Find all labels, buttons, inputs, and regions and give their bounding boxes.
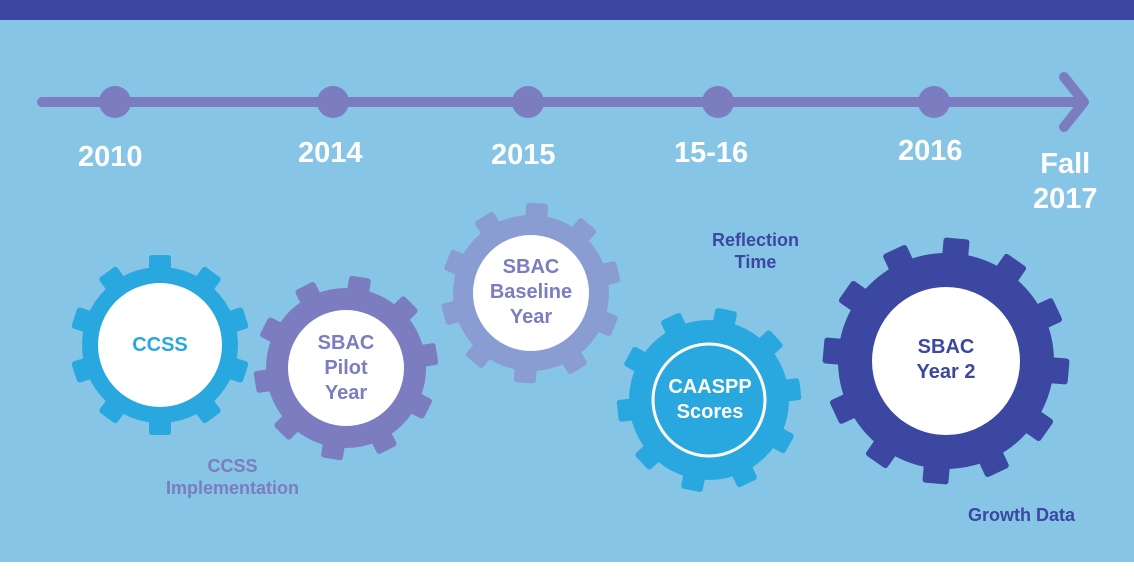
caption-ccss-implementation: CCSS Implementation: [166, 456, 299, 499]
year-2016: 2016: [898, 135, 963, 167]
year-2010: 2010: [78, 141, 143, 173]
gear-sbac-year2: [822, 237, 1070, 485]
timeline-arrow: [37, 72, 1089, 132]
gear-label-caaspp: CAASPP Scores: [650, 365, 770, 435]
caption-line: Implementation: [166, 477, 300, 498]
gear-ccss: [71, 255, 249, 435]
caption-reflection-time: Reflection Time: [712, 230, 799, 273]
gear-label-ccss: CCSS: [100, 300, 220, 390]
gear-label-sbac-baseline: SBAC Baseline Year: [470, 244, 592, 340]
gear-hub: [98, 283, 222, 407]
gear-label-line: SBAC: [917, 336, 975, 358]
timeline-dot-15-16: [702, 86, 734, 118]
gear-sbac-baseline: [441, 202, 621, 384]
year-fall-2017: Fall 2017: [1033, 147, 1098, 218]
gear-hub-ring: [651, 342, 767, 458]
timeline-dot-2014: [317, 86, 349, 118]
timeline-dot-2016: [918, 86, 950, 118]
caption-line: CCSS: [207, 456, 258, 476]
gear-label-line: CAASPP: [668, 376, 752, 398]
timeline-arrowhead: [1059, 72, 1089, 132]
gears-group: [71, 202, 1070, 492]
gear-hub: [288, 310, 404, 426]
gear-hub: [473, 235, 589, 351]
gear-hub: [653, 344, 765, 456]
gear-label-line: SBAC: [317, 331, 375, 354]
year-2014: 2014: [298, 137, 363, 169]
year-15-16: 15-16: [674, 137, 749, 169]
gear-label-line: CCSS: [132, 333, 188, 356]
gear-label-line: Pilot: [324, 356, 368, 379]
year-fall-label: Fall: [1040, 148, 1091, 180]
caption-line: Reflection: [712, 230, 800, 250]
gear-label-line: Year: [324, 381, 368, 404]
top-bar: [0, 0, 1134, 20]
gear-sbac-pilot: [253, 275, 439, 461]
gear-label-line: Baseline: [489, 280, 573, 303]
timeline-dot-2015: [512, 86, 544, 118]
gear-label-sbac-year2: SBAC Year 2: [886, 325, 1006, 395]
gear-hub: [872, 287, 1020, 435]
gear-label-line: SBAC: [502, 255, 560, 278]
gear-label-line: Year: [509, 305, 553, 328]
caption-growth-data: Growth Data: [968, 505, 1076, 525]
timeline-dot-2010: [99, 86, 131, 118]
gear-label-line: Scores: [676, 401, 744, 423]
year-2017-label: 2017: [1033, 183, 1098, 216]
caption-line: Time: [734, 251, 777, 272]
year-2015: 2015: [491, 139, 556, 171]
gear-label-line: Year 2: [916, 361, 976, 383]
gear-caaspp: [616, 308, 802, 492]
gear-label-sbac-pilot: SBAC Pilot Year: [290, 320, 402, 416]
